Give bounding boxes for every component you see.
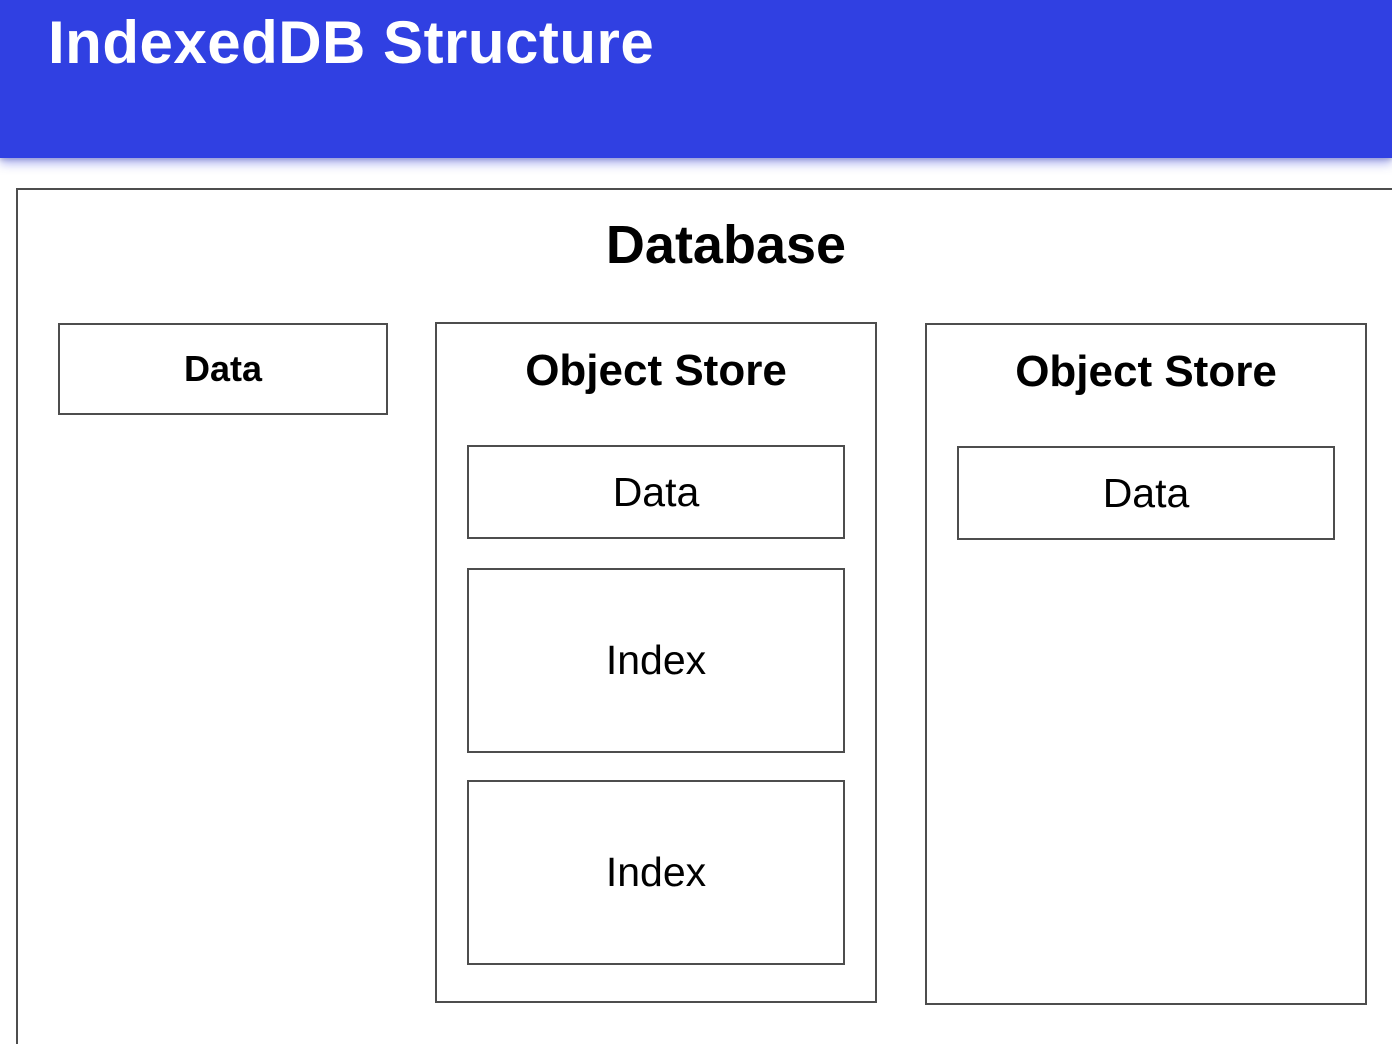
object-store-1: Object Store Data Index Index [435,322,877,1003]
object-store-2-title: Object Store [1015,347,1277,396]
object-store-1-data-box: Data [467,445,845,539]
object-store-1-title: Object Store [525,346,787,395]
object-store-2: Object Store Data [925,323,1367,1005]
object-store-1-index-box-2: Index [467,780,845,965]
object-store-2-data-box: Data [957,446,1335,540]
database-title: Database [605,215,847,275]
page-title: IndexedDB Structure [48,9,655,76]
object-store-1-index-box-1: Index [467,568,845,753]
database-box: Database Data Object Store Data Index In… [16,188,1392,1044]
app-bar: IndexedDB Structure [0,0,1392,158]
database-data-box: Data [58,323,388,415]
